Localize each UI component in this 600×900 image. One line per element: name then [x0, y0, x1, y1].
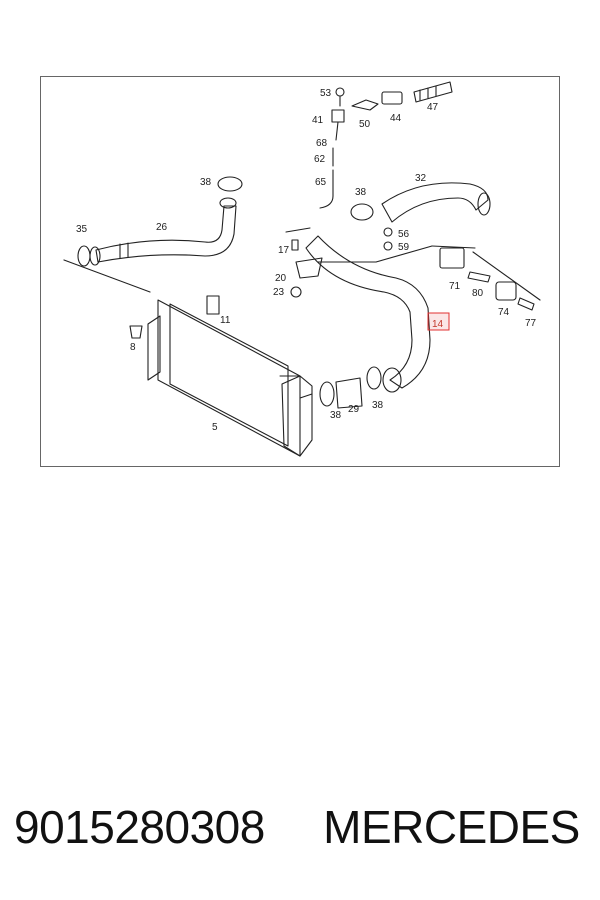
- clamp-38-mid: [350, 203, 374, 221]
- callout-label: 20: [275, 273, 287, 284]
- hose-26-ribs: [119, 242, 129, 259]
- leader-line: [63, 259, 151, 293]
- callout-label: 38: [330, 410, 342, 421]
- clamp-38-top: [217, 176, 243, 192]
- part-number: 9015280308: [14, 801, 265, 853]
- callout-label: 62: [314, 154, 326, 165]
- footer: 9015280308 MERCEDES: [14, 800, 594, 854]
- washer-59: [383, 241, 393, 251]
- tube-65: [319, 169, 334, 209]
- callout-label: 38: [200, 177, 212, 188]
- clamp-35-ring: [89, 246, 101, 266]
- callout-label: 41: [312, 115, 324, 126]
- callout-label: 59: [398, 242, 410, 253]
- clamp-38-lower-right: [366, 366, 382, 390]
- bolt-53: [335, 87, 345, 97]
- part-80: [467, 271, 491, 283]
- outlet-stub: [299, 393, 313, 399]
- hose-26-end: [219, 197, 237, 209]
- callout-label: 77: [525, 318, 537, 329]
- nut-23: [290, 286, 302, 298]
- nut-56: [383, 227, 393, 237]
- callout-label: 29: [348, 404, 360, 415]
- callout-label: 26: [156, 222, 168, 233]
- callout-label: 38: [372, 400, 384, 411]
- callout-label: 44: [390, 113, 402, 124]
- callout-label: 11: [220, 315, 231, 326]
- callout-label: 32: [415, 173, 427, 184]
- callout-label: 47: [427, 102, 439, 113]
- hose-14-end: [382, 367, 402, 393]
- sensor-41: [331, 109, 345, 123]
- callout-label: 71: [449, 281, 461, 292]
- connector-71: [439, 247, 465, 269]
- connector-44: [381, 91, 403, 105]
- callout-label: 38: [355, 187, 367, 198]
- clamp-35: [77, 245, 91, 267]
- hose-26: [95, 205, 237, 263]
- callout-label: 35: [76, 224, 88, 235]
- highlight-box: [427, 312, 450, 331]
- leader-line: [285, 227, 311, 233]
- hose-32: [381, 182, 489, 223]
- valve-47-ribs: [419, 85, 437, 101]
- clamp-38-lower-left: [319, 381, 335, 407]
- callout-label: 80: [472, 288, 484, 299]
- leader-line: [472, 251, 541, 301]
- callout-label: 23: [273, 287, 285, 298]
- callout-label: 17: [278, 245, 290, 256]
- sensor-line: [335, 121, 339, 141]
- callout-label: 5: [212, 422, 218, 433]
- callout-label: 56: [398, 229, 410, 240]
- intercooler-tank-left: [147, 315, 161, 381]
- brand-name: MERCEDES: [323, 801, 580, 853]
- sensor-74: [495, 281, 517, 301]
- callout-labels: 53 41 50 44 47 68 62 65 38 32 26 35 38 5…: [76, 88, 537, 433]
- bracket-20: [295, 257, 323, 279]
- callout-label: 53: [320, 88, 332, 99]
- bracket-11: [206, 295, 220, 315]
- callout-label: 68: [316, 138, 328, 149]
- bolt-17: [291, 239, 299, 251]
- callout-label: 65: [315, 177, 327, 188]
- callout-label: 50: [359, 119, 371, 130]
- intercooler-tank-right: [281, 375, 313, 457]
- leader-line: [431, 245, 476, 249]
- hose-32-end: [477, 192, 491, 216]
- callout-label: 8: [130, 342, 136, 353]
- valve-47: [413, 81, 453, 103]
- callout-label: 74: [498, 307, 510, 318]
- callout-label-highlighted: 14: [432, 319, 444, 330]
- hose-14: [305, 235, 431, 389]
- bracket-50: [351, 99, 379, 111]
- leader-line: [375, 245, 433, 263]
- part-77: [517, 297, 535, 311]
- bolt-8: [129, 325, 143, 339]
- coupling-29: [335, 377, 363, 409]
- intercooler-core: [169, 303, 289, 447]
